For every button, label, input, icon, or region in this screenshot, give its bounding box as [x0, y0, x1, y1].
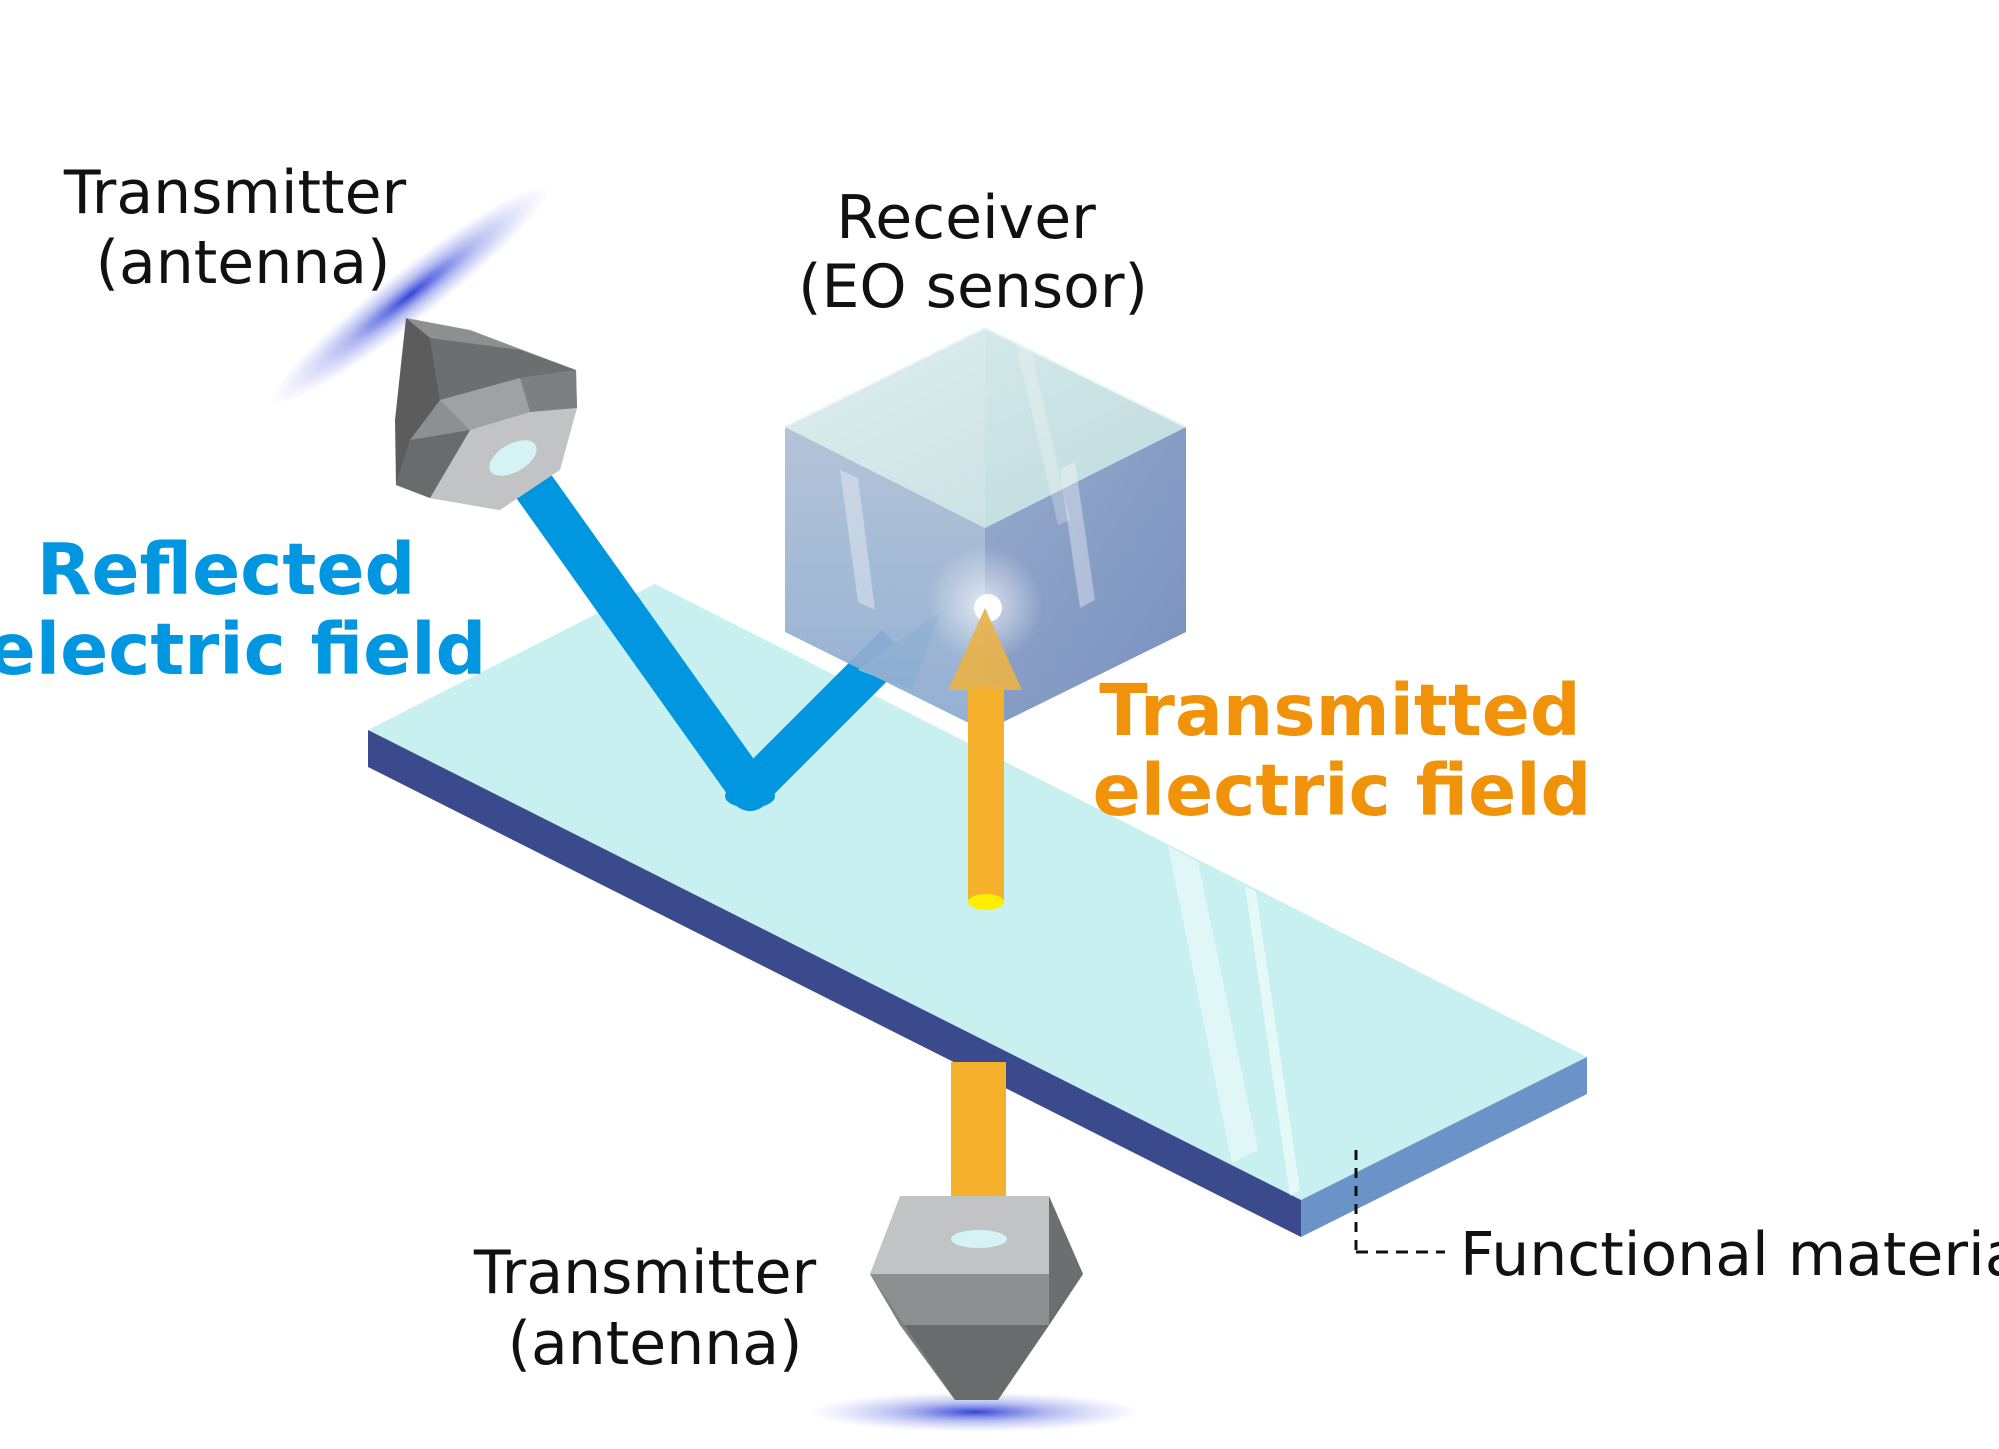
transmitted-arrow-head [948, 608, 1022, 690]
slab-highlight [1245, 886, 1300, 1196]
cube-left-face [785, 427, 985, 731]
bottom-antenna-glow [810, 1392, 1140, 1432]
top-transmitter-label-line2: (antenna) [96, 228, 391, 298]
top-transmitter-label-line1: Transmitter [63, 158, 407, 228]
functional-material-leader [1354, 1150, 1445, 1255]
receiver-label-line1: Receiver [836, 183, 1096, 253]
transmitted-field-arrow [948, 608, 1022, 910]
cube-right-face [985, 427, 1186, 731]
receiver-label-line2: (EO sensor) [798, 252, 1148, 322]
top-antenna-glow [271, 185, 549, 405]
transmitted-field-label-line2: electric field [1093, 749, 1592, 832]
reflected-field-label-line1: Reflected [37, 528, 416, 611]
slab-highlight [1168, 846, 1258, 1163]
bottom-transmitter-label-line2: (antenna) [508, 1309, 803, 1379]
reflected-field-label-line2: electric field [0, 608, 486, 691]
functional-material-label: Functional material [1460, 1220, 1999, 1290]
receiver-cube-icon [784, 327, 1187, 731]
transmitted-field-label-line1: Transmitted [1099, 669, 1581, 752]
slab-front-face [368, 730, 1301, 1237]
bottom-antenna-icon [870, 1196, 1083, 1400]
bottom-transmitter-label-line1: Transmitter [473, 1238, 817, 1308]
top-antenna-icon [395, 318, 577, 510]
slab-side-face [1301, 1057, 1587, 1237]
